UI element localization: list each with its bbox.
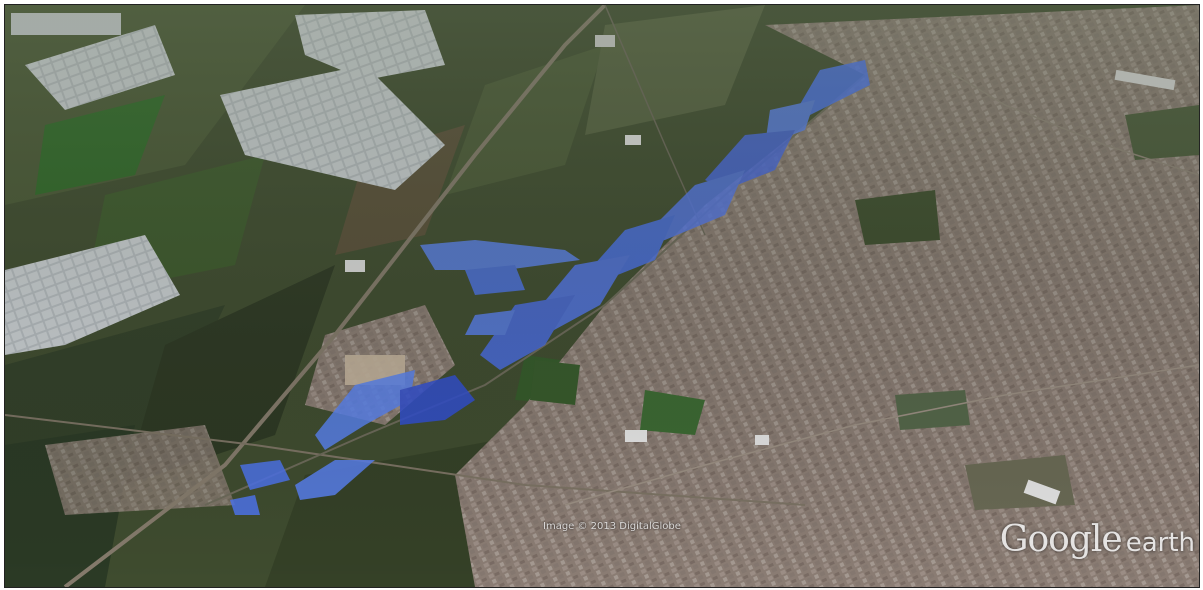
aerial-map bbox=[5, 5, 1199, 587]
imagery-attribution: Image © 2013 DigitalGlobe bbox=[543, 521, 681, 532]
logo-brand: Google bbox=[999, 519, 1123, 560]
logo-product: earth bbox=[1125, 528, 1195, 558]
